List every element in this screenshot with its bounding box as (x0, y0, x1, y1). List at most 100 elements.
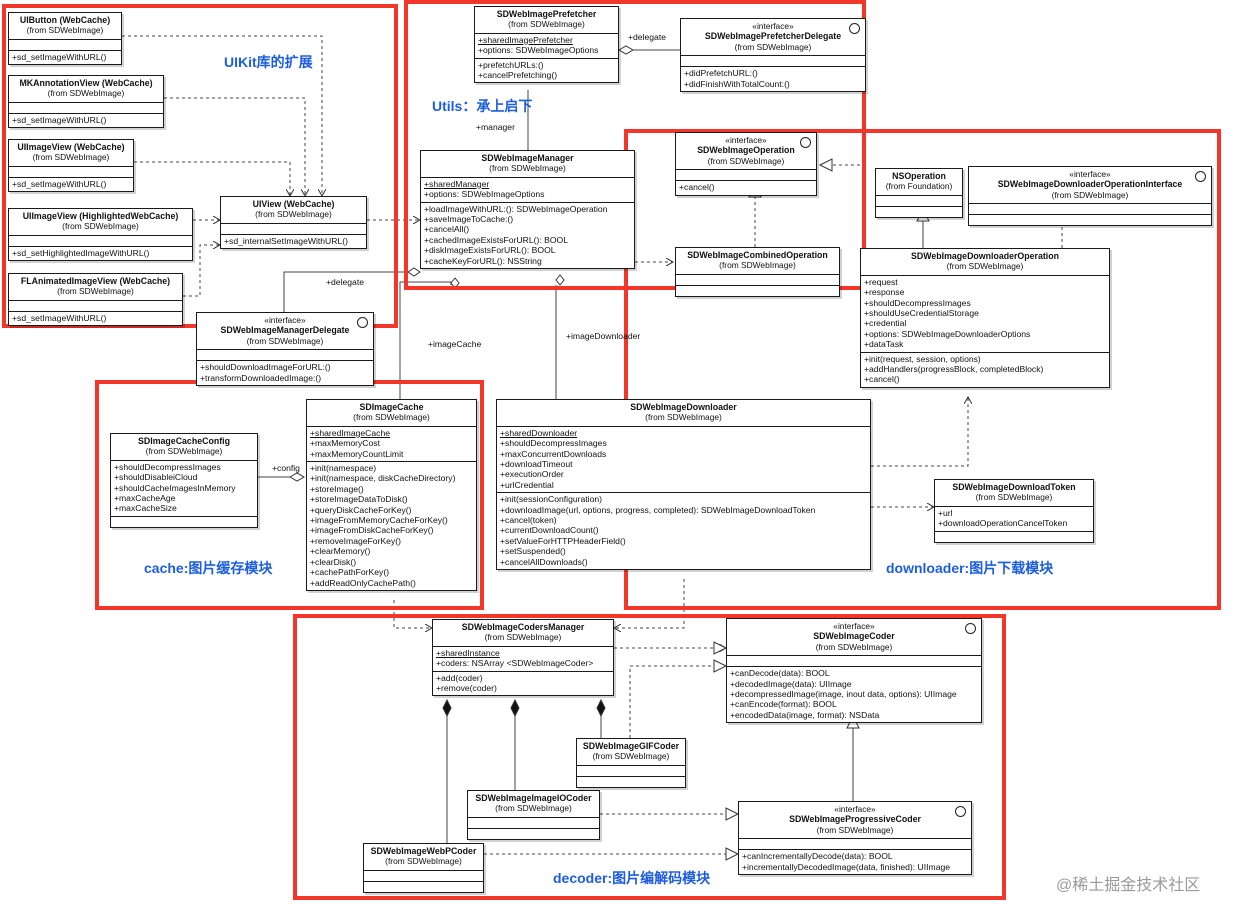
class-uiimageview-highlighted[interactable]: UIImageView (HighlightedWebCache)(from S… (8, 208, 193, 262)
class-cache-config[interactable]: SDImageCacheConfig(from SDWebImage)+shou… (110, 433, 258, 528)
attributes-section (969, 204, 1211, 216)
attribute-item: +shouldDisableiCloud (114, 472, 198, 483)
class-downloader-operation-interface[interactable]: «interface»SDWebImageDownloaderOperation… (968, 166, 1212, 227)
class-uibutton[interactable]: UIButton (WebCache)(from SDWebImage)+sd_… (8, 12, 122, 66)
attributes-section (221, 224, 366, 235)
operations-section (468, 829, 599, 839)
class-name: SDImageCache (359, 402, 424, 412)
class-package: (from Foundation) (885, 181, 953, 192)
class-name: SDWebImagePrefetcherDelegate (704, 31, 842, 42)
attribute-item: +shouldDecompressImages (114, 461, 221, 472)
operation-item: +sd_setImageWithURL() (12, 51, 107, 62)
class-progressive-coder[interactable]: «interface»SDWebImageProgressiveCoder(fr… (738, 801, 972, 876)
class-name: SDWebImageManagerDelegate (220, 325, 350, 336)
attribute-item: +maxCacheSize (114, 503, 177, 514)
edge-label-imagedownloader: +imageDownloader (566, 331, 641, 341)
class-gif-coder[interactable]: SDWebImageGIFCoder(from SDWebImage) (576, 738, 686, 788)
class-webp-coder[interactable]: SDWebImageWebPCoder(from SDWebImage) (363, 843, 484, 893)
attribute-item: +sharedDownloader (500, 427, 578, 438)
dep-mkannotation-uiview (164, 97, 305, 196)
class-package: (from SDWebImage) (592, 751, 670, 762)
class-coders-manager[interactable]: SDWebImageCodersManager(from SDWebImage)… (432, 619, 614, 697)
class-package: (from SDWebImage) (32, 152, 110, 163)
class-name: SDWebImageCodersManager (461, 622, 585, 632)
region-label-downloader: downloader:图片下载模块 (886, 560, 1054, 576)
class-combined-operation[interactable]: SDWebImageCombinedOperation(from SDWebIm… (675, 247, 840, 297)
attributes-section (681, 56, 865, 68)
attributes-section (676, 275, 839, 286)
operation-item: +cachePathForKey() (310, 567, 390, 578)
attribute-item: +url (938, 507, 953, 518)
class-package: (from SDWebImage) (47, 88, 125, 99)
class-downloader[interactable]: SDWebImageDownloader(from SDWebImage)+sh… (496, 399, 871, 571)
class-package: (from SDWebImage) (145, 446, 223, 457)
operation-item: +cancelPrefetching() (478, 70, 558, 81)
diamond-manager-delegate (407, 267, 421, 277)
operation-item: +diskImageExistsForURL(): BOOL (424, 245, 556, 256)
class-header: SDWebImageCombinedOperation(from SDWebIm… (676, 248, 839, 275)
class-prefetcher[interactable]: SDWebImagePrefetcher(from SDWebImage)+sh… (474, 6, 619, 84)
attribute-item: +dataTask (864, 339, 904, 350)
class-coder[interactable]: «interface»SDWebImageCoder(from SDWebIma… (726, 618, 982, 724)
attributes-section: +url+downloadOperationCancelToken (935, 507, 1093, 532)
attribute-item: +executionOrder (500, 469, 564, 480)
triangle-coder-1 (713, 641, 728, 655)
attributes-section (727, 656, 981, 668)
attribute-item: +shouldCacheImagesInMemory (114, 482, 236, 493)
class-download-token[interactable]: SDWebImageDownloadToken(from SDWebImage)… (934, 479, 1094, 543)
operations-section: +init(sessionConfiguration)+downloadImag… (497, 493, 870, 569)
class-header: SDWebImageDownloaderOperation(from SDWeb… (861, 249, 1109, 276)
class-imageio-coder[interactable]: SDWebImageImageIOCoder(from SDWebImage) (467, 790, 600, 840)
class-header: «interface»SDWebImageManagerDelegate(fro… (197, 313, 373, 351)
class-manager[interactable]: SDWebImageManager(from SDWebImage)+share… (420, 150, 635, 270)
class-flanimatedimageview[interactable]: FLAnimatedImageView (WebCache)(from SDWe… (8, 273, 183, 327)
class-package: (from SDWebImage) (255, 209, 332, 220)
dep-flanimated-uiview (183, 245, 220, 297)
class-uiview[interactable]: UIView (WebCache)(from SDWebImage)+sd_in… (220, 196, 367, 250)
class-downloader-operation[interactable]: SDWebImageDownloaderOperation(from SDWeb… (860, 248, 1110, 388)
attribute-item: +urlCredential (500, 479, 554, 490)
class-nsoperation[interactable]: NSOperation(from Foundation) (875, 168, 963, 218)
region-label-uikit: UIKit库的扩展 (224, 54, 313, 70)
attribute-item: +downloadTimeout (500, 459, 573, 470)
class-image-cache[interactable]: SDImageCache(from SDWebImage)+sharedImag… (306, 399, 477, 591)
class-header: SDWebImageCodersManager(from SDWebImage) (433, 620, 613, 647)
class-package: (from SDWebImage) (484, 632, 562, 643)
class-name: SDWebImageOperation (697, 145, 795, 156)
region-downloader (624, 129, 1221, 610)
attributes-section (468, 818, 599, 829)
operations-section (364, 882, 483, 892)
attribute-item: +sharedInstance (436, 647, 500, 658)
class-package: (from SDWebImage) (508, 19, 585, 30)
operation-item: +incrementallyDecodedImage(data, finishe… (742, 861, 951, 872)
class-name: FLAnimatedImageView (WebCache) (20, 276, 171, 286)
edge-label-delegate-manager: +delegate (326, 277, 364, 287)
class-name: SDWebImageDownloader (630, 402, 737, 412)
attributes-section: +sharedManager+options: SDWebImageOption… (421, 178, 634, 203)
operation-item: +sd_setImageWithURL() (12, 178, 107, 189)
class-manager-delegate[interactable]: «interface»SDWebImageManagerDelegate(fro… (196, 312, 374, 387)
operation-item: +cacheKeyForURL(): NSString (424, 255, 542, 266)
operation-item: +didPrefetchURL:() (684, 68, 758, 79)
attributes-section: +request+response+shouldDecompressImages… (861, 276, 1109, 353)
attributes-section (197, 350, 373, 362)
class-operation[interactable]: «interface»SDWebImageOperation(from SDWe… (675, 132, 817, 196)
class-name: UIImageView (WebCache) (17, 142, 125, 152)
attributes-section (9, 167, 133, 178)
class-name: SDWebImageDownloadToken (952, 482, 1076, 492)
attribute-item: +options: SDWebImageOptions (424, 189, 545, 200)
operations-section: +canDecode(data): BOOL+decodedImage(data… (727, 667, 981, 722)
edge-label-manager: +manager (476, 122, 515, 132)
class-header: UIImageView (WebCache)(from SDWebImage) (9, 140, 133, 167)
operation-item: +canEncode(format): BOOL (730, 699, 837, 710)
stereotype-label: «interface» (834, 804, 876, 814)
class-uiimageview[interactable]: UIImageView (WebCache)(from SDWebImage) +… (8, 139, 134, 193)
class-name: SDWebImageImageIOCoder (475, 793, 592, 803)
triangle-progressive-2 (725, 847, 740, 861)
diamond-comp-gif (596, 698, 606, 718)
class-prefetcher-delegate[interactable]: «interface»SDWebImagePrefetcherDelegate(… (680, 18, 866, 93)
class-header: «interface»SDWebImageProgressiveCoder(fr… (739, 802, 971, 840)
class-mkannotationview[interactable]: MKAnnotationView (WebCache)(from SDWebIm… (8, 75, 164, 129)
dep-uiimageview-uiview (134, 161, 290, 196)
attributes-section (577, 766, 685, 777)
